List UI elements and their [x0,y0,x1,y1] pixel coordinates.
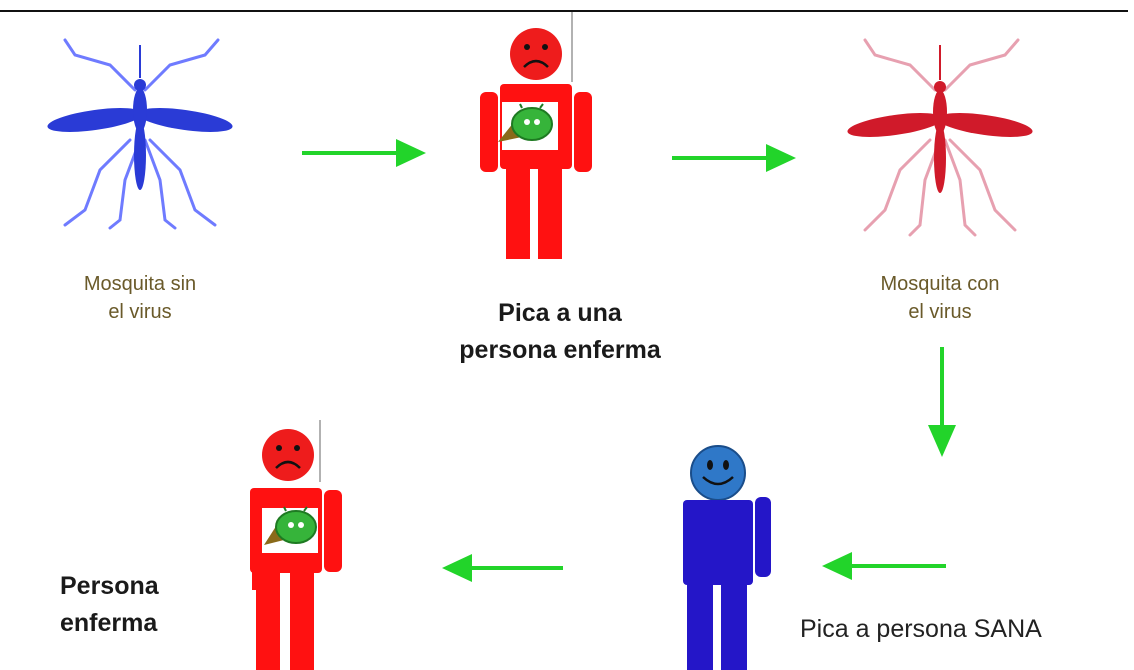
smiley-face-icon [690,445,746,501]
label-mosquito-with-virus: Mosquita con el virus [880,273,1000,323]
arrow-down-icon [928,347,956,457]
sick-person-figure [250,420,342,670]
mosquito-with-virus-icon [847,38,1033,237]
arrow-right-icon [672,144,796,172]
healthy-person-figure [683,445,771,670]
sick-person-figure [480,12,592,259]
label-mosquito-without-virus: Mosquita sin el virus [83,273,197,323]
sad-face-icon [262,429,314,481]
top-divider [0,10,1128,12]
label-sick-person: Persona enferma [60,572,159,637]
virus-icon [264,506,317,545]
arrow-right-icon [302,139,426,167]
arrow-left-icon [822,552,946,580]
arrow-left-icon [442,554,563,582]
label-bites-sick-person: Pica a una persona enferma [459,299,661,364]
sad-face-icon [510,28,562,80]
mosquito-without-virus-icon [47,38,233,230]
label-bites-healthy-person: Pica a persona SANA [800,615,1042,643]
virus-icon [498,103,553,142]
